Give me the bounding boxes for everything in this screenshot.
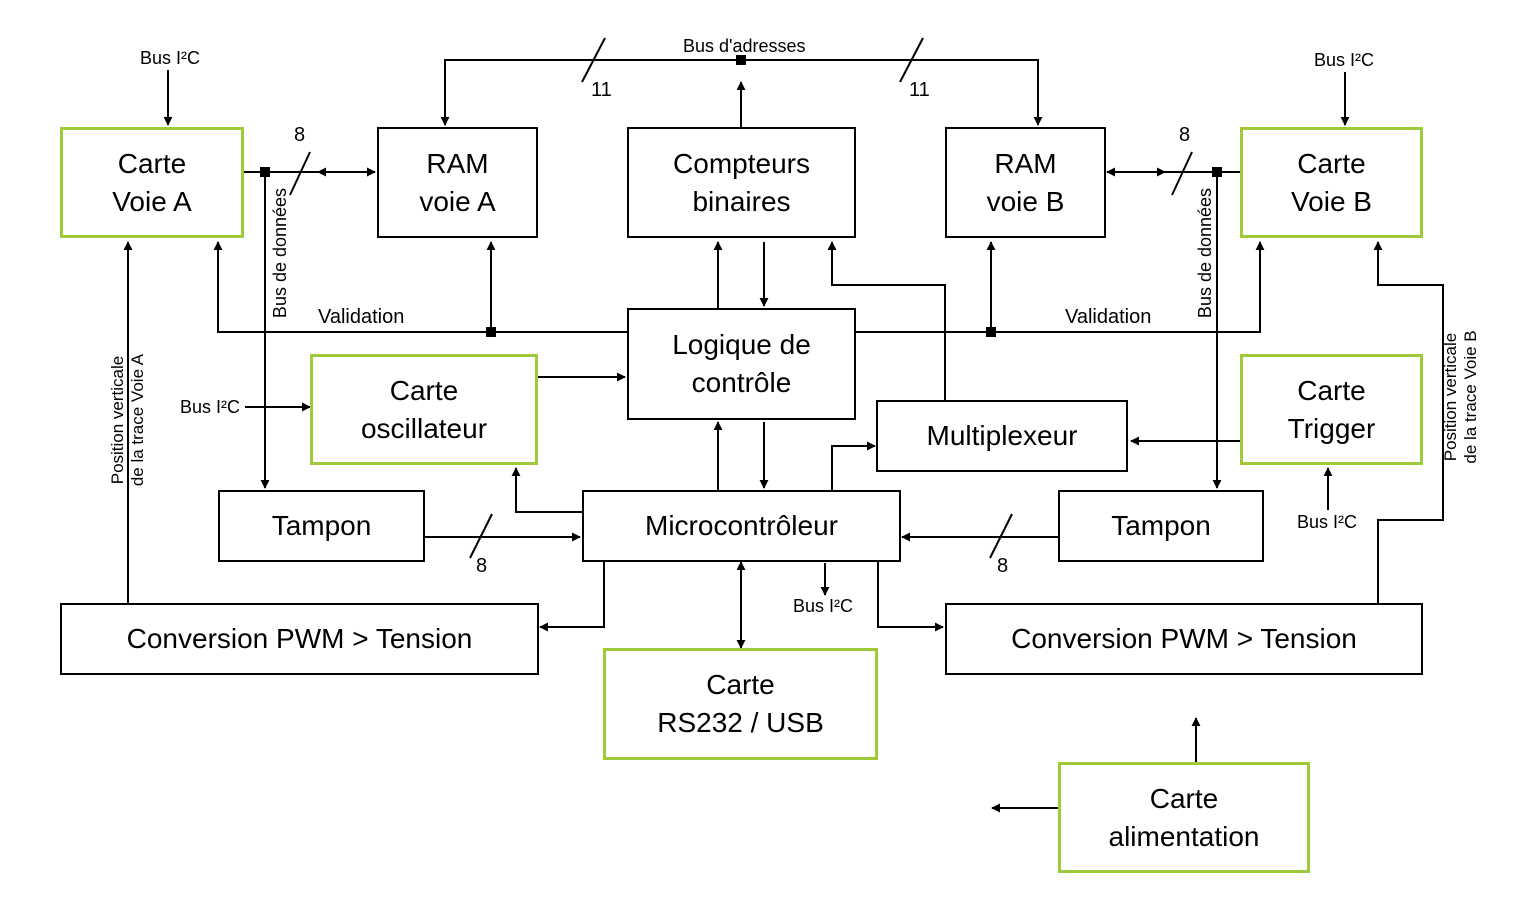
label-validation-a: Validation: [318, 306, 405, 328]
block-carte-trigger: Carte Trigger: [1240, 354, 1423, 465]
label-bus-donnees-a: Bus de données: [270, 187, 290, 319]
block-carte-voie-b: Carte Voie B: [1240, 127, 1423, 238]
block-carte-rs232-usb: Carte RS232 / USB: [603, 648, 878, 760]
label-bus-adresses: Bus d'adresses: [683, 36, 806, 56]
junction-validation-a: [486, 327, 496, 337]
junction-data-a: [260, 167, 270, 177]
micro-to-multiplexeur: [831, 441, 876, 490]
slash-addr-b: [899, 37, 924, 83]
slash-data-a: [289, 151, 311, 196]
block-tampon-b: Tampon: [1058, 490, 1264, 562]
slash-tampon-a: [469, 513, 493, 559]
addr-bus-to-ram-b: [741, 59, 1043, 126]
block-carte-alimentation: Carte alimentation: [1058, 762, 1310, 873]
slash-tampon-b: [989, 513, 1013, 559]
label-8-tampon-b: 8: [997, 555, 1009, 577]
junction-validation-b: [986, 327, 996, 337]
block-logique-controle: Logique de contrôle: [627, 308, 856, 420]
block-ram-voie-a: RAM voie A: [377, 127, 538, 238]
block-multiplexeur: Multiplexeur: [876, 400, 1128, 472]
label-validation-b: Validation: [1065, 306, 1152, 328]
junctions: [260, 55, 1222, 337]
block-compteurs-binaires: Compteurs binaires: [627, 127, 856, 238]
micro-to-pwm-b: [877, 560, 944, 632]
micro-to-pwm-a: [539, 560, 605, 632]
label-11-right: 11: [909, 79, 930, 101]
label-bus-donnees-b: Bus de données: [1195, 187, 1215, 319]
block-ram-voie-b: RAM voie B: [945, 127, 1106, 238]
junction-data-b: [1212, 167, 1222, 177]
slash-addr-a: [581, 37, 606, 83]
label-8-tampon-a: 8: [476, 555, 488, 577]
block-microcontroleur: Microcontrôleur: [582, 490, 901, 562]
block-carte-oscillateur: Carte oscillateur: [310, 354, 538, 465]
label-position-voie-a: Position verticale de la trace Voie A: [108, 353, 147, 487]
multiplexeur-to-compteurs: [827, 241, 946, 400]
label-bus-i2c-b: Bus I²C: [1314, 50, 1375, 70]
label-bus-i2c-osc: Bus I²C: [180, 397, 241, 417]
slash-data-b: [1171, 151, 1193, 196]
label-bus-i2c-trigger: Bus I²C: [1297, 512, 1358, 532]
block-pwm-b: Conversion PWM > Tension: [945, 603, 1423, 675]
label-bus-i2c-micro: Bus I²C: [793, 596, 854, 616]
pwm-b-to-carte-b: [1373, 241, 1444, 603]
addr-bus-to-ram-a: [440, 59, 741, 126]
block-pwm-a: Conversion PWM > Tension: [60, 603, 539, 675]
block-tampon-a: Tampon: [218, 490, 425, 562]
label-8-data-b: 8: [1179, 124, 1191, 146]
label-bus-i2c-a: Bus I²C: [140, 48, 201, 68]
junction-addr: [736, 55, 746, 65]
block-carte-voie-a: Carte Voie A: [60, 127, 244, 238]
label-8-data-a: 8: [294, 124, 306, 146]
label-11-left: 11: [591, 79, 612, 101]
label-position-voie-b: Position verticale de la trace Voie B: [1441, 330, 1480, 464]
micro-to-oscillateur: [511, 467, 582, 513]
